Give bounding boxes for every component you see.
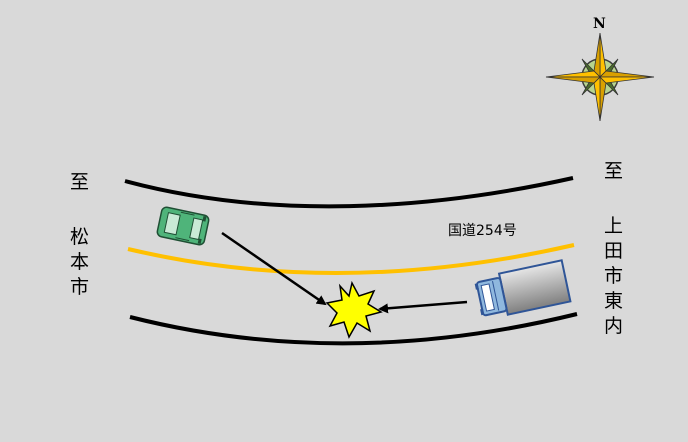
compass-rose-icon: N (545, 16, 655, 122)
road-upper-edge (124, 176, 574, 209)
left-destination-char: 市 (70, 276, 89, 298)
green-car (156, 206, 210, 246)
left-destination: 至 松 本 市 (70, 171, 89, 298)
right-destination-prefix: 至 (604, 160, 623, 182)
road-center-line (127, 243, 575, 276)
road (124, 176, 578, 346)
road-lower-edge (129, 312, 578, 346)
truck (474, 259, 572, 317)
car-direction-arrow (221, 231, 327, 306)
left-destination-char: 松 (70, 226, 89, 248)
right-destination-char: 上 (604, 215, 623, 237)
road-name-label: 国道254号 (448, 223, 517, 239)
right-destination-char: 市 (604, 265, 623, 287)
left-destination-char: 本 (70, 251, 89, 273)
right-destination: 至 上 田 市 東 内 (604, 160, 623, 337)
compass-north-label: N (593, 16, 606, 32)
right-destination-char: 田 (604, 240, 623, 262)
left-destination-prefix: 至 (70, 171, 89, 193)
explosion-icon (325, 280, 383, 339)
right-destination-char: 東 (604, 290, 623, 312)
right-destination-char: 内 (604, 315, 623, 337)
truck-direction-arrow (378, 300, 468, 314)
